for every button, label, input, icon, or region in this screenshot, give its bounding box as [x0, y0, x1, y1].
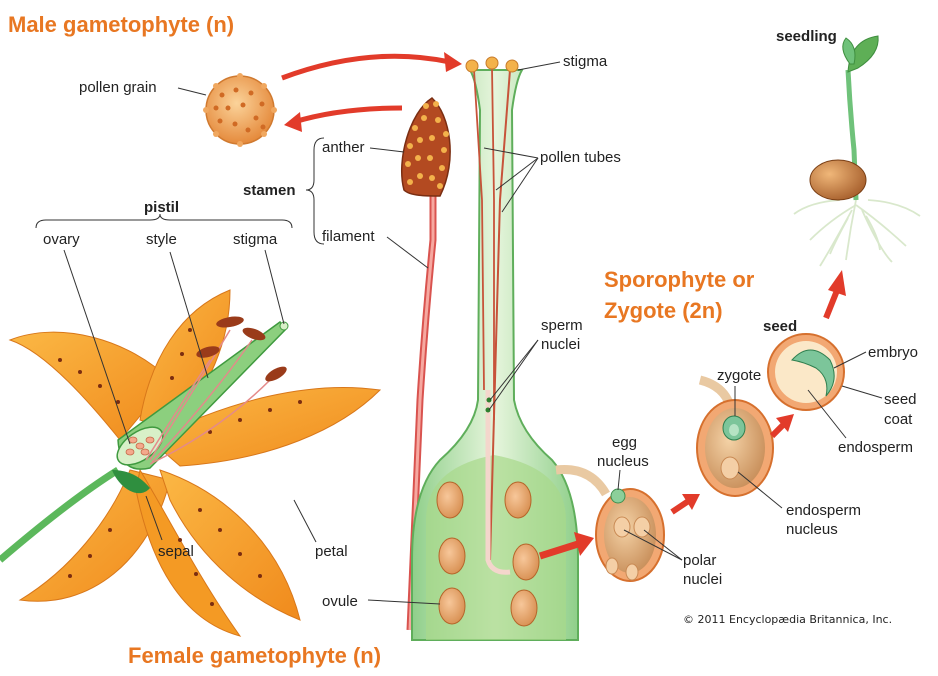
male-gametophyte-title: Male gametophyte (n) — [8, 12, 234, 37]
arrow-pollen-to-stigma — [282, 52, 462, 78]
embryo-label: embryo — [868, 344, 918, 361]
seed-label: seed — [763, 318, 797, 335]
sperm-nuclei-label-1: sperm — [541, 317, 583, 334]
seed-coat-label-1: seed — [884, 391, 917, 408]
polar-nuclei-label-2: nuclei — [683, 571, 722, 588]
pollen-grain-label: pollen grain — [79, 79, 157, 96]
ovary-label: ovary — [43, 231, 80, 248]
anther-label: anther — [322, 139, 365, 156]
stigma-label-flower: stigma — [233, 231, 278, 248]
arrow-anther-to-pollen — [284, 108, 402, 132]
polar-nuclei-label-1: polar — [683, 552, 716, 569]
filament-label: filament — [322, 228, 375, 245]
petal-label: petal — [315, 543, 348, 560]
seed-coat-label-2: coat — [884, 411, 913, 428]
copyright-credit: © 2011 Encyclopædia Britannica, Inc. — [683, 613, 892, 626]
lily-flower — [0, 290, 380, 636]
zygote-label: zygote — [717, 367, 761, 384]
female-gametophyte-title: Female gametophyte (n) — [128, 643, 381, 668]
arrow-to-seedling — [826, 270, 846, 318]
style-label: style — [146, 231, 177, 248]
pollen-grain — [203, 73, 277, 147]
ovule-label: ovule — [322, 593, 358, 610]
seed-cross-section — [768, 334, 844, 410]
sperm-nuclei-label-2: nuclei — [541, 336, 580, 353]
sporophyte-title-line1: Sporophyte or — [604, 267, 755, 292]
egg-nucleus-label-1: egg — [612, 434, 637, 451]
stigma-label-top: stigma — [563, 53, 608, 70]
endosperm-nucleus-label-1: endosperm — [786, 502, 861, 519]
sepal-label: sepal — [158, 543, 194, 560]
stamen-label: stamen — [243, 182, 296, 199]
endosperm-label: endosperm — [838, 439, 913, 456]
seedling-label: seedling — [776, 28, 837, 45]
pistil-label: pistil — [144, 199, 179, 216]
arrow-to-seed — [772, 414, 794, 436]
pollen-tubes-label: pollen tubes — [540, 149, 621, 166]
seedling-illustration — [794, 36, 920, 266]
egg-nucleus-label-2: nucleus — [597, 453, 649, 470]
arrow-to-zygote — [672, 494, 700, 512]
endosperm-nucleus-label-2: nucleus — [786, 521, 838, 538]
sporophyte-title-line2: Zygote (2n) — [604, 298, 723, 323]
